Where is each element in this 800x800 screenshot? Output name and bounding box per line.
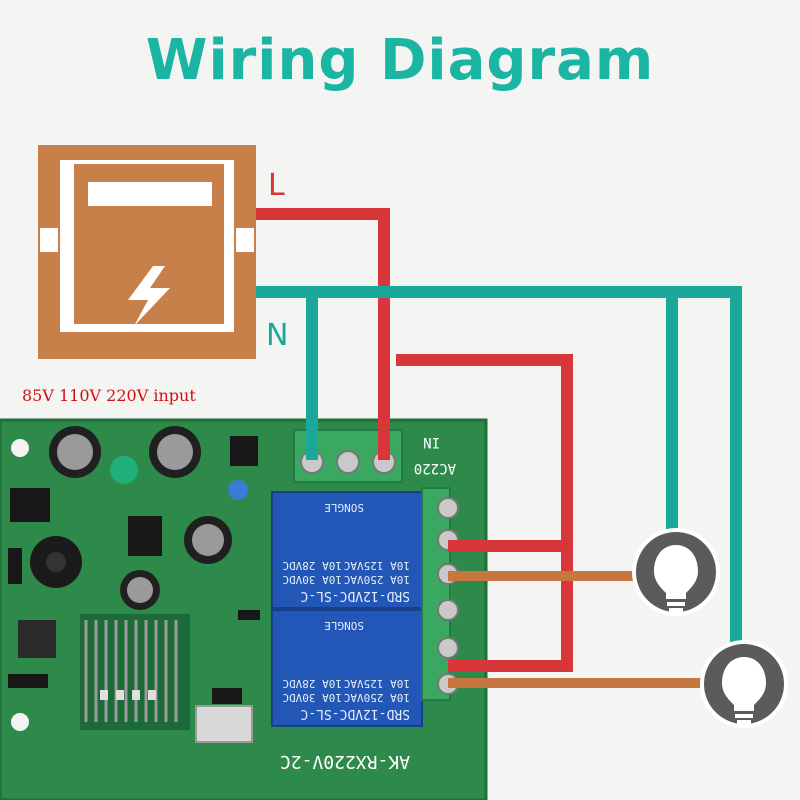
relay-1: SRD-12VDC-SL-C 10A 250VAC 10A 30VDC 10A … [271,491,423,609]
relay-2-rating-3: 10A 30VDC [282,691,342,704]
neutral-wire [256,286,742,660]
relay-1-brand: SONGLE [324,501,364,514]
relay-2-rating-2: 10A 125VAC [344,677,410,690]
load-wire [448,571,706,688]
in-label: IN [423,434,440,450]
relay-2-brand: SONGLE [324,619,364,632]
pcb-board [0,418,488,800]
bulb-icon [700,640,788,728]
ac220-label: AC220 [414,460,456,476]
board-model: AK-RX220V-2C [280,751,410,772]
relay-1-rating-3: 10A 30VDC [282,573,342,586]
relay-2-rating-1: 10A 250VAC [344,691,410,704]
diagram-title: Wiring Diagram [145,28,655,93]
live-wire [256,208,573,672]
bulb-icon [632,528,720,616]
neutral-label: N [266,318,289,353]
relay-2: SRD-12VDC-SL-C 10A 250VAC 10A 30VDC 10A … [271,609,423,727]
relay-1-rating-4: 10A 28VDC [282,559,342,572]
relay-2-model: SRD-12VDC-SL-C [300,706,410,721]
relay-1-rating-1: 10A 250VAC [344,573,410,586]
relay-1-model: SRD-12VDC-SL-C [300,588,410,603]
live-label: L [268,168,285,203]
lightning-icon [128,266,170,326]
input-voltage-note: 85V 110V 220V input [22,386,196,405]
relay-2-rating-4: 10A 28VDC [282,677,342,690]
relay-1-rating-2: 10A 125VAC [344,559,410,572]
power-source-icon [38,145,256,359]
